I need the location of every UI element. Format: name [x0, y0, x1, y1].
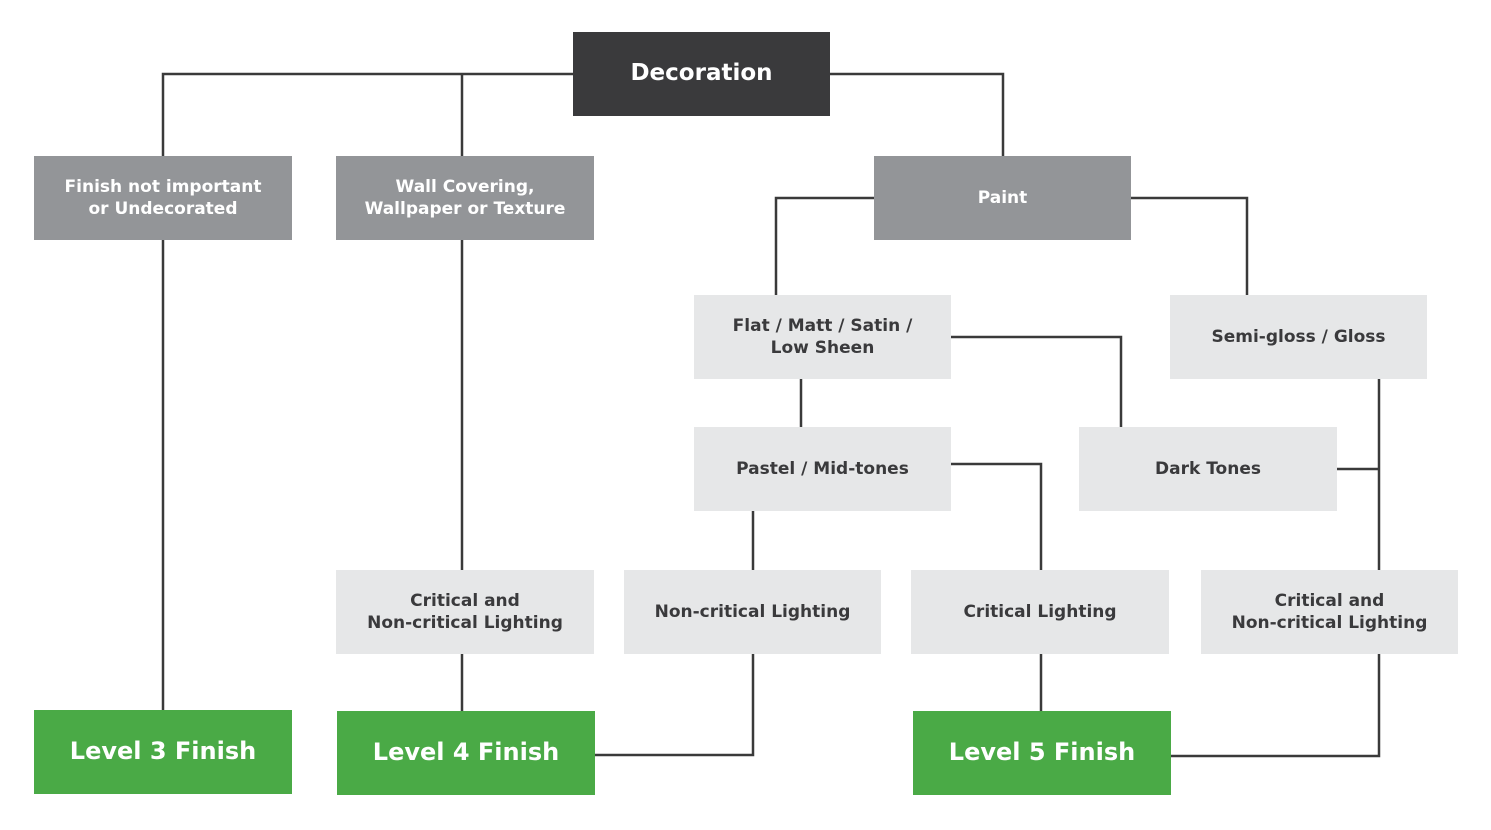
pastel-mid-tones-node: Pastel / Mid-tones	[694, 427, 951, 511]
wall-covering-label: Wall Covering, Wallpaper or Texture	[364, 176, 566, 219]
decoration-node: Decoration	[573, 32, 830, 116]
finish-not-important-node: Finish not important or Undecorated	[34, 156, 292, 240]
flat-matt-satin-node: Flat / Matt / Satin / Low Sheen	[694, 295, 951, 379]
connector-pastel-to-critical	[951, 462, 1043, 570]
semi-gloss-node: Semi-gloss / Gloss	[1170, 295, 1427, 379]
connector-decoration-to-undecorated	[161, 72, 573, 156]
connector-noncritical-to-level4	[595, 654, 755, 757]
level-5-finish-node: Level 5 Finish	[913, 711, 1171, 795]
critical-lighting-label: Critical Lighting	[963, 601, 1117, 622]
critical-lighting-node: Critical Lighting	[911, 570, 1169, 654]
level-3-finish-label: Level 3 Finish	[69, 737, 257, 766]
connector-gloss-lighting-to-level5	[1171, 654, 1381, 758]
connector-paint-to-gloss	[1131, 196, 1249, 295]
connector-decoration-to-paint	[830, 72, 1005, 156]
pastel-mid-tones-label: Pastel / Mid-tones	[736, 458, 909, 479]
wall-critical-noncritical-label: Critical and Non-critical Lighting	[367, 590, 563, 633]
level-4-finish-node: Level 4 Finish	[337, 711, 595, 795]
connector-paint-to-flat	[774, 196, 874, 295]
non-critical-lighting-node: Non-critical Lighting	[624, 570, 881, 654]
dark-tones-node: Dark Tones	[1079, 427, 1337, 511]
gloss-critical-noncritical-label: Critical and Non-critical Lighting	[1231, 590, 1428, 633]
dark-tones-label: Dark Tones	[1155, 458, 1261, 479]
level-4-finish-label: Level 4 Finish	[372, 738, 560, 767]
finish-not-important-label: Finish not important or Undecorated	[64, 176, 262, 219]
semi-gloss-label: Semi-gloss / Gloss	[1211, 326, 1386, 347]
gloss-critical-noncritical-node: Critical and Non-critical Lighting	[1201, 570, 1458, 654]
flat-matt-satin-label: Flat / Matt / Satin / Low Sheen	[732, 315, 913, 358]
wall-covering-node: Wall Covering, Wallpaper or Texture	[336, 156, 594, 240]
paint-node: Paint	[874, 156, 1131, 240]
non-critical-lighting-label: Non-critical Lighting	[654, 601, 851, 622]
connector-flat-to-dark	[951, 335, 1123, 427]
level-3-finish-node: Level 3 Finish	[34, 710, 292, 794]
decoration-label: Decoration	[630, 60, 773, 87]
paint-label: Paint	[977, 187, 1028, 208]
wall-critical-noncritical-node: Critical and Non-critical Lighting	[336, 570, 594, 654]
level-5-finish-label: Level 5 Finish	[948, 738, 1136, 767]
